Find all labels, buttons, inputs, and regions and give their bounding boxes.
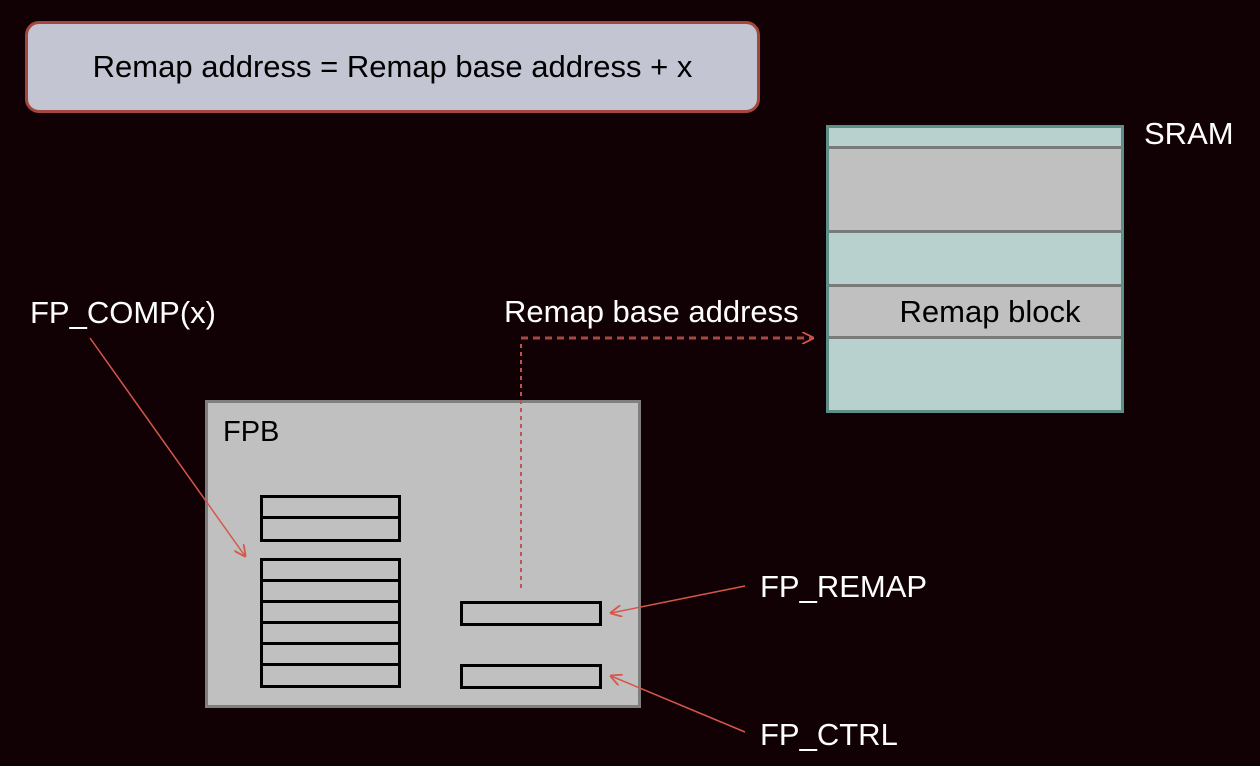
remap-formula-box: Remap address = Remap base address + x — [25, 21, 760, 113]
fp-comp-register — [260, 516, 401, 542]
fp-comp-label: FP_COMP(x) — [30, 295, 216, 330]
fp-remap-register — [460, 601, 602, 626]
fp-ctrl-register — [460, 664, 602, 689]
sram-memory-block: Remap block — [826, 125, 1124, 413]
fpb-title: FPB — [223, 416, 280, 448]
sram-row-bottom — [829, 339, 1121, 410]
fpb-unit: FPB — [205, 400, 641, 708]
sram-row-top — [829, 128, 1121, 149]
remap-block-label: Remap block — [899, 293, 1081, 329]
sram-row-gray — [829, 149, 1121, 233]
fp-comp-register — [260, 600, 401, 624]
sram-remap-block: Remap block — [829, 287, 1121, 339]
sram-label: SRAM — [1144, 116, 1234, 151]
fp-remap-arrow — [611, 585, 746, 613]
fp-ctrl-label: FP_CTRL — [760, 717, 898, 752]
fp-comp-register — [260, 495, 401, 519]
fp-comp-register — [260, 642, 401, 666]
fp-ctrl-arrow — [611, 676, 746, 733]
fp-comp-register — [260, 663, 401, 688]
fp-remap-label: FP_REMAP — [760, 569, 928, 604]
sram-row-middle — [829, 233, 1121, 287]
remap-formula-text: Remap address = Remap base address + x — [92, 49, 693, 84]
fp-comp-arrow — [89, 337, 245, 556]
remap-base-address-label: Remap base address — [504, 294, 799, 329]
